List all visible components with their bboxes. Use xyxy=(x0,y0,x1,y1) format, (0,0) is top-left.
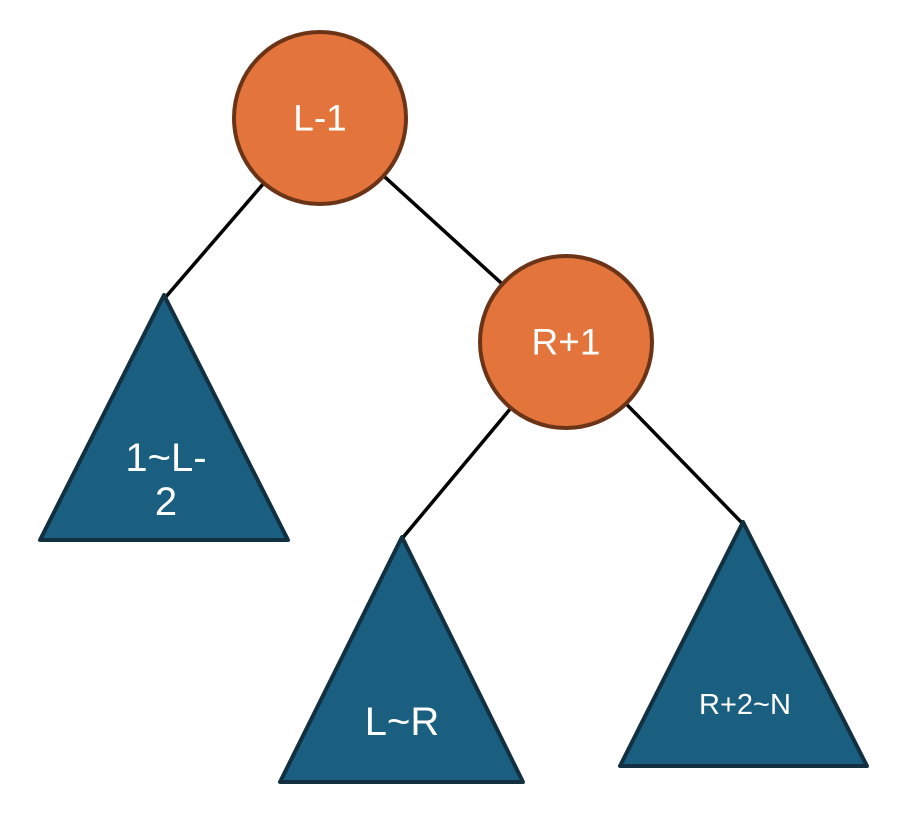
middle-subtree-label: L~R xyxy=(365,700,440,744)
right-subtree-label: R+2~N xyxy=(699,689,791,721)
right-child-node-label: R+1 xyxy=(532,322,601,363)
left-subtree-label-line1: 1~L- xyxy=(125,436,206,480)
root-node-circle xyxy=(232,30,408,206)
right-subtree-triangle xyxy=(618,520,869,768)
root-node-label: L-1 xyxy=(293,98,346,139)
right-child-node-circle xyxy=(478,254,654,430)
middle-subtree-triangle xyxy=(278,535,525,784)
left-subtree-triangle xyxy=(38,293,290,542)
left-subtree-label-line2: 2 xyxy=(155,480,177,524)
